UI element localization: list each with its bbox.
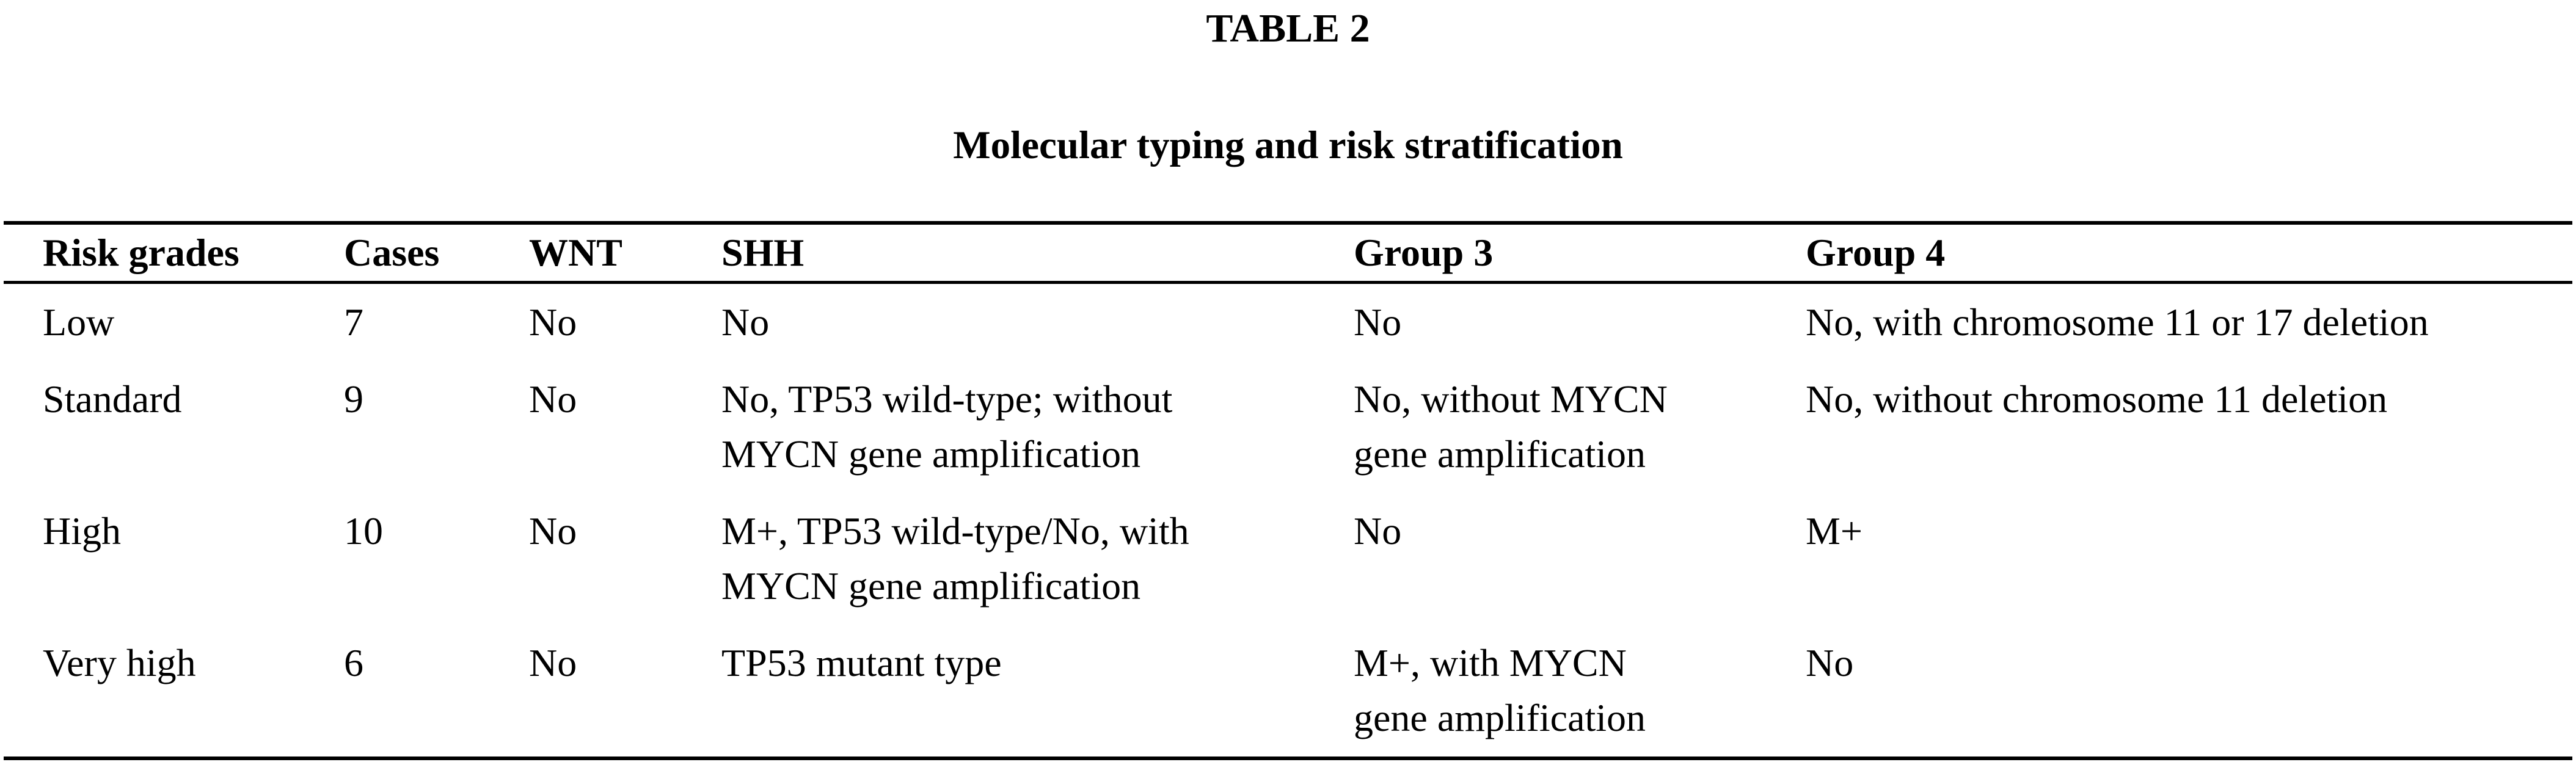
- cell-group3: No, without MYCN gene amplification: [1354, 377, 1668, 476]
- column-header-group4: Group 4: [1806, 223, 2572, 284]
- table-row-standard: Standard 9 No No, TP53 wild-type; withou…: [4, 361, 2572, 493]
- cell-risk-grade: Very high: [43, 641, 196, 684]
- cell-group3: No: [1354, 509, 1402, 553]
- cell-cases: 7: [344, 300, 363, 344]
- cell-cases: 9: [344, 377, 363, 421]
- cell-group3: M+, with MYCN gene amplification: [1354, 641, 1646, 739]
- cell-shh: No, TP53 wild-type; without MYCN gene am…: [721, 377, 1173, 476]
- cell-wnt: No: [529, 509, 577, 553]
- column-header-wnt: WNT: [529, 223, 721, 284]
- table-caption: Molecular typing and risk stratification: [953, 123, 1623, 167]
- cell-risk-grade: Standard: [43, 377, 182, 421]
- column-header-risk-grades: Risk grades: [4, 223, 344, 284]
- cell-shh: TP53 mutant type: [721, 641, 1002, 684]
- cell-risk-grade: Low: [43, 300, 115, 344]
- cell-group4: No: [1806, 641, 1854, 684]
- table-label: TABLE 2: [1206, 6, 1370, 51]
- cell-cases: 10: [344, 509, 383, 553]
- header-row: Risk grades Cases WNT SHH Group 3 Group …: [4, 223, 2572, 284]
- cell-wnt: No: [529, 300, 577, 344]
- column-header-shh: SHH: [721, 223, 1354, 284]
- cell-cases: 6: [344, 641, 363, 684]
- table-row-very-high: Very high 6 No TP53 mutant type M+, with…: [4, 625, 2572, 758]
- column-header-group3: Group 3: [1354, 223, 1806, 284]
- cell-group4: No, with chromosome 11 or 17 deletion: [1806, 300, 2429, 344]
- cell-shh: No: [721, 300, 770, 344]
- cell-wnt: No: [529, 377, 577, 421]
- column-header-cases: Cases: [344, 223, 529, 284]
- risk-stratification-table: Risk grades Cases WNT SHH Group 3 Group …: [4, 221, 2572, 760]
- table-row-low: Low 7 No No No No, with chromosome 11 or…: [4, 283, 2572, 361]
- cell-group4: M+: [1806, 509, 1863, 553]
- table-row-high: High 10 No M+, TP53 wild-type/No, with M…: [4, 493, 2572, 625]
- cell-group3: No: [1354, 300, 1402, 344]
- cell-wnt: No: [529, 641, 577, 684]
- cell-group4: No, without chromosome 11 deletion: [1806, 377, 2388, 421]
- cell-risk-grade: High: [43, 509, 121, 553]
- cell-shh: M+, TP53 wild-type/No, with MYCN gene am…: [721, 509, 1189, 608]
- table-container: Risk grades Cases WNT SHH Group 3 Group …: [4, 221, 2572, 760]
